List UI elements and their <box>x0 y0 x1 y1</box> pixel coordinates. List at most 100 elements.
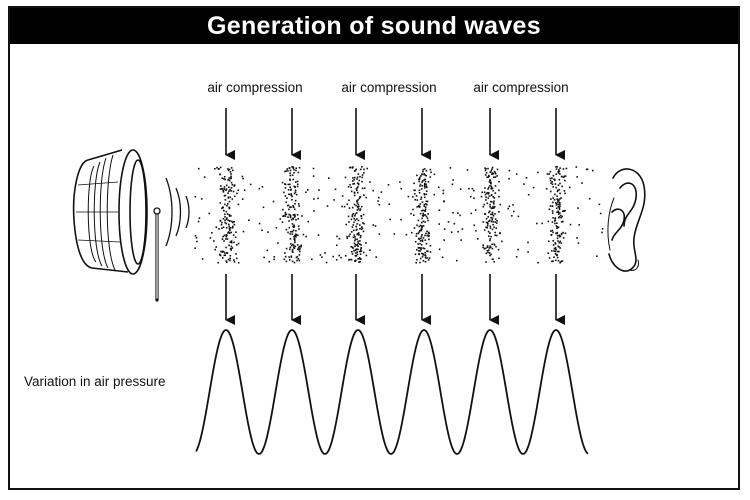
air-particle <box>555 173 558 175</box>
air-particle <box>291 250 294 253</box>
air-particle <box>420 175 422 177</box>
air-particle <box>231 247 234 249</box>
air-particle <box>372 224 375 226</box>
air-particle <box>555 203 558 205</box>
air-particle <box>494 234 496 237</box>
air-particle <box>362 222 364 224</box>
air-particle <box>484 167 486 169</box>
air-particle <box>548 240 550 243</box>
air-particle <box>282 215 284 218</box>
air-particle <box>294 203 296 205</box>
air-particle <box>548 257 551 259</box>
air-particle <box>356 209 359 211</box>
air-particle <box>360 250 363 253</box>
air-particle <box>471 187 474 190</box>
air-particle <box>494 185 497 187</box>
air-particle <box>297 248 299 250</box>
air-particle <box>546 173 549 175</box>
air-particle <box>422 247 424 249</box>
air-particle <box>498 180 500 183</box>
air-particle <box>488 195 491 197</box>
air-particle <box>413 227 416 229</box>
air-particle <box>561 185 563 188</box>
air-particle <box>486 176 488 178</box>
air-particle <box>229 257 231 260</box>
air-particle <box>284 255 287 258</box>
air-particle <box>492 196 494 198</box>
air-particle <box>419 229 421 232</box>
air-particle <box>427 259 430 261</box>
air-particle <box>486 245 489 247</box>
air-particle <box>413 193 416 195</box>
air-particle <box>495 245 497 248</box>
air-particle <box>230 181 233 184</box>
air-particle <box>359 240 361 242</box>
air-particle <box>226 217 228 219</box>
air-particle <box>423 185 426 187</box>
air-particle <box>498 211 500 213</box>
air-particle <box>441 256 444 259</box>
air-particle <box>414 241 417 243</box>
air-particle <box>312 167 315 170</box>
air-particle <box>419 185 421 187</box>
air-particle <box>287 204 290 207</box>
air-particle <box>532 186 535 189</box>
air-particle <box>393 233 396 235</box>
air-particles <box>194 166 604 264</box>
air-particle <box>482 246 484 249</box>
air-particle <box>352 236 355 239</box>
air-particle <box>219 173 222 176</box>
air-particle <box>284 252 286 254</box>
air-particle <box>496 168 499 171</box>
air-particle <box>194 235 197 237</box>
air-particle <box>421 180 424 182</box>
air-particle <box>213 240 215 242</box>
air-particle <box>470 212 473 215</box>
air-particle <box>555 259 557 262</box>
air-particle <box>457 230 459 233</box>
air-particle <box>226 238 229 240</box>
air-particle <box>423 203 426 206</box>
air-particle <box>356 218 358 220</box>
air-particle <box>457 212 459 214</box>
air-particle <box>289 174 292 177</box>
air-particle <box>359 260 361 263</box>
air-particle <box>413 182 415 185</box>
air-particle <box>488 211 490 214</box>
air-particle <box>375 256 377 258</box>
air-particle <box>214 168 216 170</box>
air-particle <box>417 219 420 222</box>
air-particle <box>237 189 239 192</box>
air-particle <box>558 188 561 191</box>
air-particle <box>491 211 494 214</box>
air-particle <box>490 213 492 216</box>
air-particle <box>351 251 353 253</box>
air-particle <box>354 238 357 240</box>
air-particle <box>231 227 234 229</box>
air-particle <box>350 245 352 248</box>
air-particle <box>599 212 602 215</box>
air-particle <box>494 176 497 178</box>
air-particle <box>292 246 295 249</box>
air-particle <box>492 258 494 261</box>
air-particle <box>355 225 357 228</box>
air-particle <box>417 232 420 235</box>
air-particle <box>488 249 490 251</box>
air-particle <box>344 176 347 179</box>
air-particle <box>551 210 554 212</box>
air-particle <box>363 187 366 189</box>
air-particle <box>556 211 558 214</box>
air-particle <box>443 228 446 230</box>
air-particle <box>228 223 230 226</box>
air-particle <box>485 196 487 198</box>
air-particle <box>492 223 494 226</box>
air-particle <box>289 179 291 182</box>
air-particle <box>426 250 428 252</box>
air-particle <box>557 203 560 206</box>
air-particle <box>492 205 494 208</box>
air-particle <box>424 180 427 183</box>
air-particle <box>285 213 288 216</box>
air-particle <box>424 221 426 223</box>
air-particle <box>354 260 356 262</box>
air-particle <box>227 258 230 261</box>
